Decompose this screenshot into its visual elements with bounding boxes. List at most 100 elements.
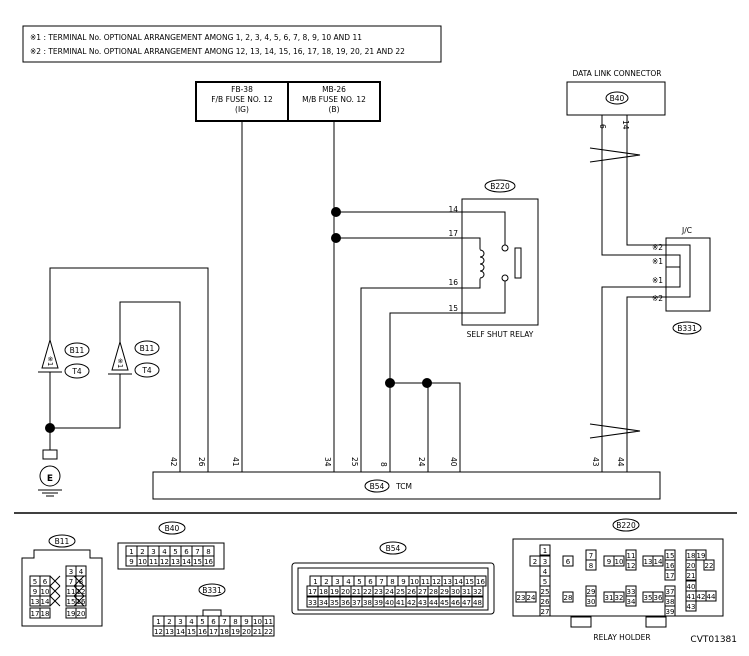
mb-fuse-sub: (B)	[329, 105, 340, 114]
b11-blank-b-2	[49, 585, 61, 597]
mb-fuse-name: M/B FUSE NO. 12	[302, 95, 366, 104]
b220-pin-8-label: 8	[589, 562, 593, 570]
b54-pin-1-label: 1	[313, 578, 317, 586]
wire-sensor2-ground	[50, 374, 121, 429]
data-link-title: DATA LINK CONNECTOR	[572, 69, 661, 78]
b54-pin-31-label: 31	[462, 588, 471, 596]
b220-pin-6-label: 6	[566, 558, 571, 566]
jc-pin-4: ※2	[652, 294, 663, 303]
b54-pin-22-label: 22	[363, 588, 372, 596]
b54-pin-48-label: 48	[473, 599, 482, 607]
b331-pin-16-label: 16	[198, 628, 207, 636]
b331-pin-8-label: 8	[233, 618, 237, 626]
tcm-pin-26: 26	[197, 457, 206, 467]
sensor-1-conn2: T4	[71, 367, 82, 376]
b220-pin-13-label: 13	[644, 558, 653, 566]
b331-pin-4-label: 4	[189, 618, 194, 626]
junction-dot-3	[385, 378, 395, 388]
jc-title: J/C	[681, 226, 692, 235]
note-2: ※2 : TERMINAL No. OPTIONAL ARRANGEMENT A…	[30, 47, 405, 56]
b220-pin-14-cell	[652, 555, 664, 567]
b220-pin-30-cell	[585, 595, 597, 607]
b331-id: B331	[202, 586, 222, 595]
b40-pin-5-label: 5	[173, 548, 177, 556]
b220-pin-10-label: 10	[615, 558, 624, 566]
b11-pin-17-label: 17	[31, 610, 40, 618]
b40-pin-2-label: 2	[140, 548, 144, 556]
tcm-pin-8: 8	[379, 462, 388, 467]
b220-pin-28-label: 28	[564, 594, 573, 602]
b220-pin-22-label: 22	[705, 562, 714, 570]
b54-pin-2-label: 2	[324, 578, 328, 586]
b331-pin-22-label: 22	[264, 628, 273, 636]
b11-pin-18-cell	[39, 607, 51, 619]
relay-label: SELF SHUT RELAY	[467, 330, 534, 339]
b220-pin-9-label: 9	[607, 558, 611, 566]
tcm-pin-43: 43	[591, 457, 600, 467]
b54-pin-41-label: 41	[396, 599, 405, 607]
relay-box	[461, 198, 539, 326]
sensor-2-conn2: T4	[141, 366, 152, 375]
relay-pin-16: 16	[448, 278, 458, 287]
b40-pin-16-cell	[202, 555, 215, 567]
wire-dlc-14	[626, 115, 666, 246]
b220-pin-38-label: 38	[666, 598, 675, 606]
b220-pin-21-label: 21	[687, 572, 696, 580]
b54-pin-37-label: 37	[352, 599, 361, 607]
wire-jc-44	[626, 296, 666, 472]
b220-pin-33-label: 33	[627, 588, 636, 596]
b220-pin-43-label: 43	[687, 603, 696, 611]
b220-pin-35-label: 35	[644, 594, 653, 602]
b220-pin-26-label: 26	[541, 598, 550, 606]
b220-pin-37-label: 37	[666, 588, 675, 596]
b220-pin-34-label: 34	[627, 598, 636, 606]
b220-pin-17-cell	[664, 569, 676, 581]
b11-pin-20-label: 20	[77, 610, 86, 618]
tcm-pin-42: 42	[169, 457, 178, 467]
b11-blank-b-5	[73, 595, 85, 607]
b331-pin-3-label: 3	[178, 618, 182, 626]
relay-switch-lead-top	[462, 211, 506, 245]
wire-relay-15-tcm-8	[389, 312, 462, 472]
b220-pin-16-label: 16	[666, 562, 675, 570]
b220-pin-30-label: 30	[587, 598, 596, 606]
b220-pin-23-label: 23	[517, 594, 526, 602]
b11-pin-13-label: 13	[31, 598, 40, 606]
b220-pin-4-label: 4	[543, 568, 548, 576]
b220-pin-8-cell	[585, 559, 597, 571]
b54-pin-26-label: 26	[407, 588, 416, 596]
sensor-1-conn1: B11	[70, 346, 85, 355]
tcm-label: TCM	[395, 482, 412, 491]
b54-pin-42-label: 42	[407, 599, 416, 607]
fb-fuse-name: F/B FUSE NO. 12	[211, 95, 273, 104]
b40-pin-11-label: 11	[149, 558, 158, 566]
b220-pin-5-label: 5	[543, 578, 547, 586]
jc-id: B331	[677, 324, 697, 333]
b220-pin-29-label: 29	[587, 588, 596, 596]
b220-pin-7-label: 7	[589, 552, 593, 560]
b54-pin-27-label: 27	[418, 588, 427, 596]
b11-pin-15-label: 15	[67, 598, 76, 606]
b220-pin-36-label: 36	[654, 594, 663, 602]
b40-pin-8-label: 8	[206, 548, 210, 556]
jc-bridge-2	[666, 244, 691, 298]
b11-pin-9-label: 9	[33, 588, 37, 596]
b220-oval	[612, 518, 640, 532]
b54-pin-9-label: 9	[401, 578, 405, 586]
b220-pin-18-label: 18	[687, 552, 696, 560]
b40-pin-16-label: 16	[204, 558, 213, 566]
b220-foot-left	[570, 616, 592, 628]
b11-pin-14-label: 14	[41, 598, 50, 606]
b220-pin-1-label: 1	[543, 547, 547, 555]
b54-pin-6-label: 6	[368, 578, 373, 586]
tcm-id-oval	[364, 479, 390, 493]
b40-pin-10-label: 10	[138, 558, 147, 566]
b54-pin-7-label: 7	[379, 578, 383, 586]
b220-pin-31-label: 31	[605, 594, 614, 602]
b54-pin-40-label: 40	[385, 599, 394, 607]
relay-id: B220	[490, 182, 510, 191]
b220-pin-19-cell	[695, 549, 707, 561]
